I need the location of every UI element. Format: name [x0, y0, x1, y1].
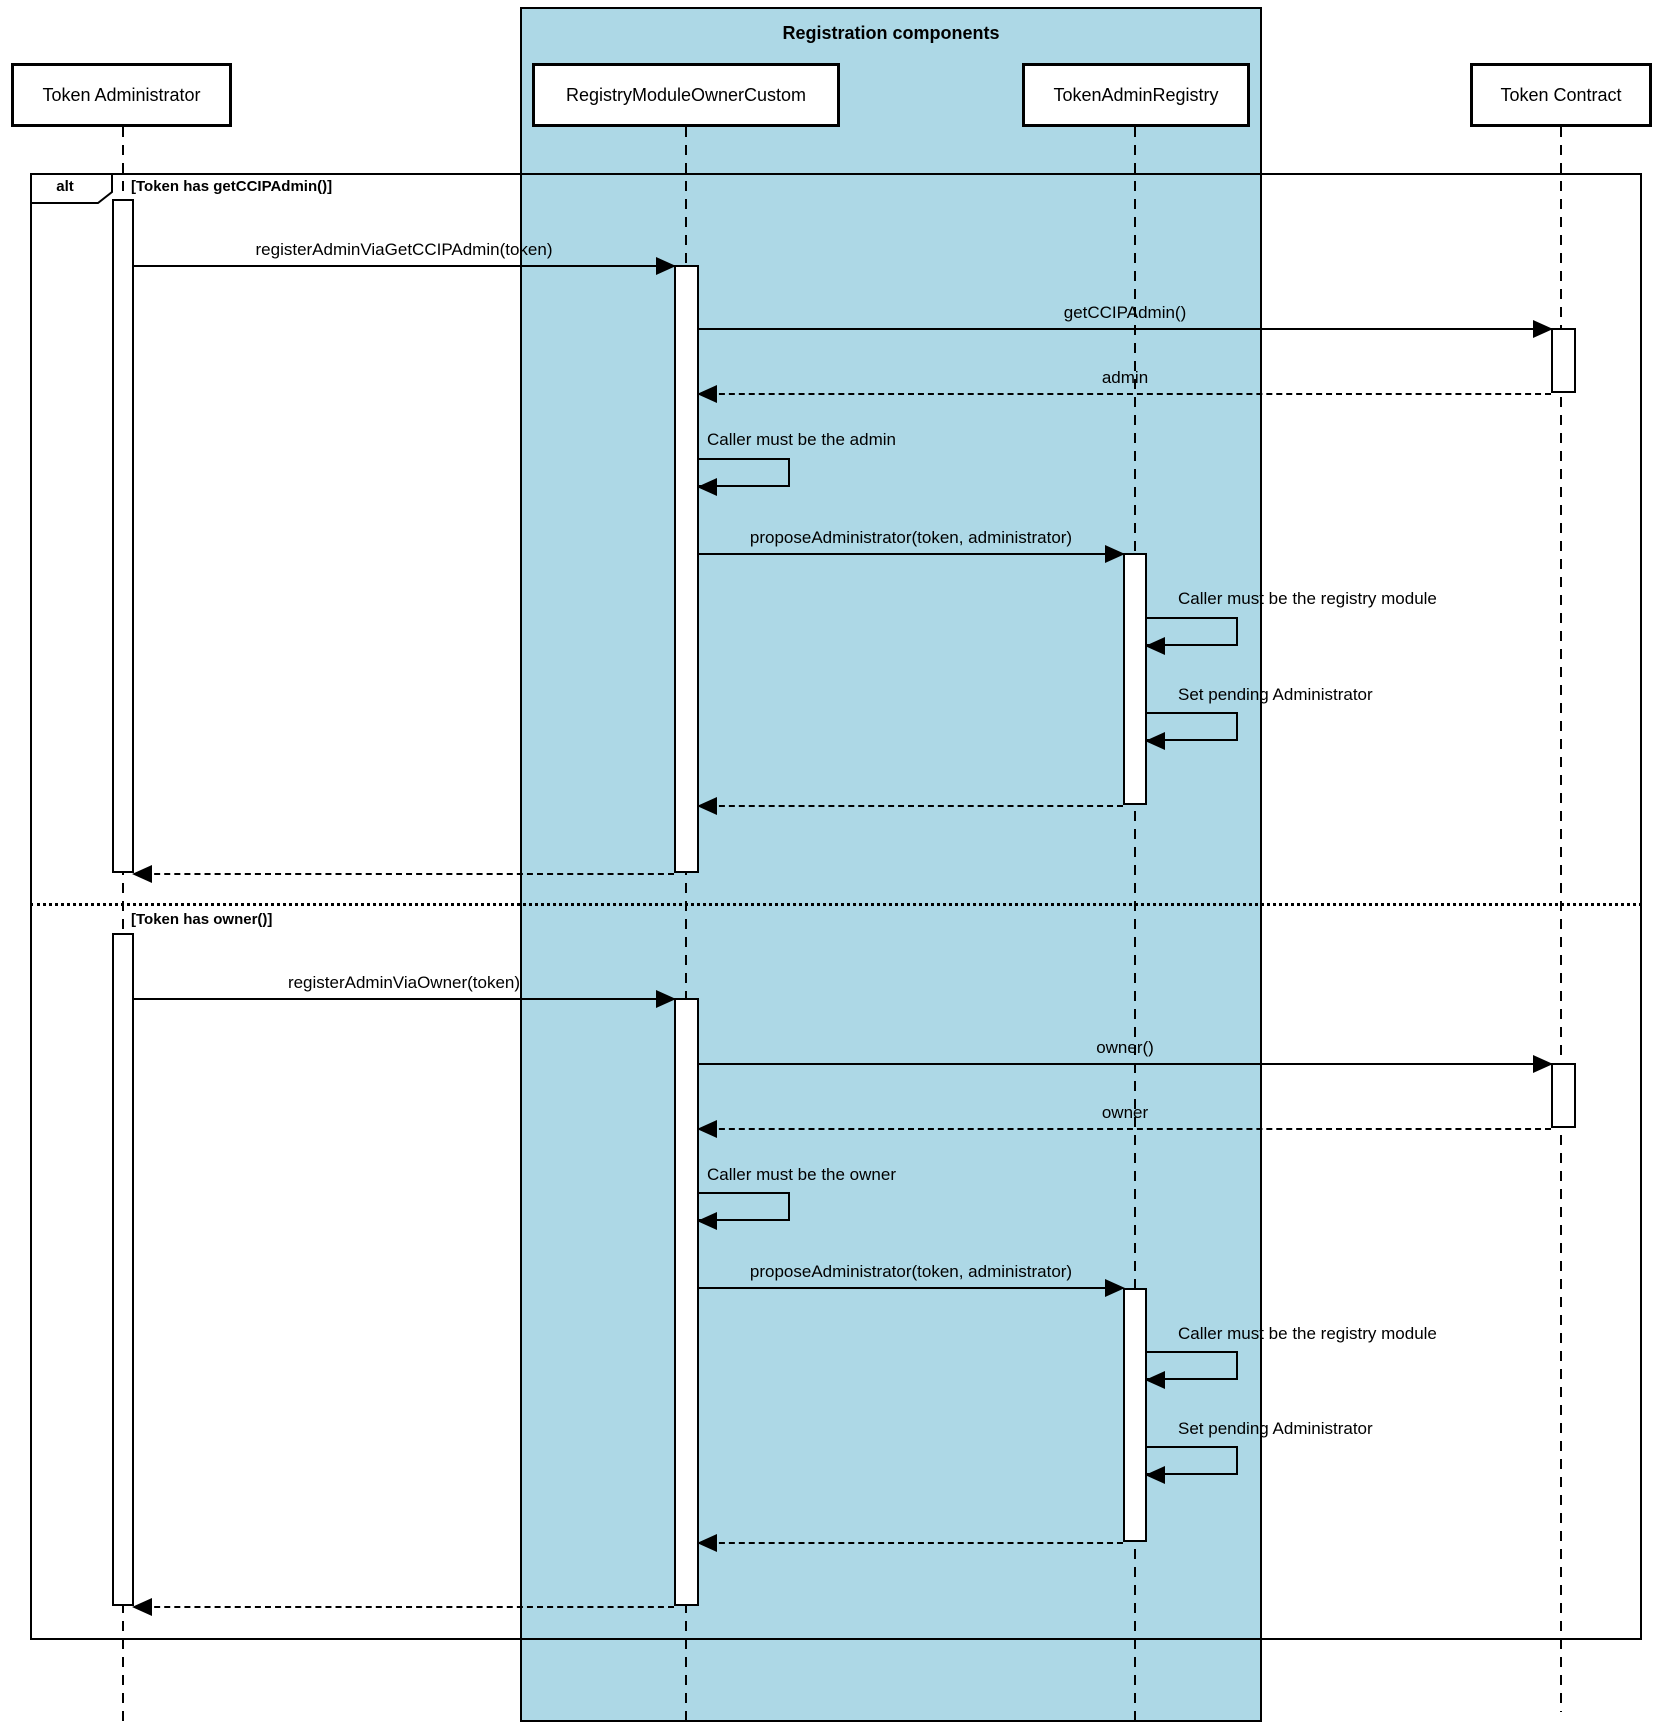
- self-message-set-pending-administrator-1: [1145, 712, 1238, 750]
- message-register-admin-via-owner: [134, 990, 676, 1008]
- return-registry-module-1: [132, 865, 674, 883]
- arrowhead-right-icon: [656, 257, 676, 275]
- participant-token-admin-registry-label: TokenAdminRegistry: [1053, 84, 1219, 105]
- return-token-admin-registry-2: [697, 1534, 1123, 1552]
- participant-token-contract: Token Contract: [1470, 63, 1652, 127]
- message-propose-administrator-1: [699, 545, 1125, 563]
- participant-registry-module-owner-custom: RegistryModuleOwnerCustom: [532, 63, 840, 127]
- activation-token-administrator-2: [112, 933, 134, 1606]
- arrowhead-left-icon: [697, 1212, 717, 1230]
- arrowhead-left-icon: [697, 478, 717, 496]
- message-label-admin-return: admin: [1101, 368, 1149, 387]
- self-message-set-pending-administrator-2: [1145, 1446, 1238, 1484]
- arrowhead-left-icon: [697, 1534, 717, 1552]
- activation-token-admin-registry-1: [1123, 553, 1147, 805]
- activation-registry-module-1: [674, 265, 699, 873]
- message-get-ccip-admin: [699, 320, 1553, 338]
- participant-registry-module-owner-custom-label: RegistryModuleOwnerCustom: [565, 84, 807, 105]
- self-message-label-caller-must-be-registry-module-1: Caller must be the registry module: [1178, 589, 1437, 608]
- arrowhead-right-icon: [1533, 1055, 1553, 1073]
- participant-token-admin-registry: TokenAdminRegistry: [1022, 63, 1250, 127]
- guard-token-has-owner: [Token has owner()]: [131, 911, 273, 928]
- message-label-get-ccip-admin: getCCIPAdmin(): [1063, 303, 1187, 322]
- activation-registry-module-2: [674, 998, 699, 1606]
- message-label-propose-administrator-1: proposeAdministrator(token, administrato…: [749, 528, 1073, 547]
- message-label-propose-administrator-2: proposeAdministrator(token, administrato…: [749, 1262, 1073, 1281]
- lifeline-token-administrator: [122, 127, 124, 1722]
- arrowhead-right-icon: [656, 990, 676, 1008]
- activation-token-contract-1: [1551, 328, 1576, 393]
- self-message-label-caller-must-be-registry-module-2: Caller must be the registry module: [1178, 1324, 1437, 1343]
- self-message-label-set-pending-administrator-1: Set pending Administrator: [1178, 685, 1373, 704]
- arrowhead-left-icon: [697, 797, 717, 815]
- return-token-admin-registry-1: [697, 797, 1123, 815]
- arrowhead-right-icon: [1105, 1279, 1125, 1297]
- self-message-label-caller-must-be-owner: Caller must be the owner: [707, 1165, 896, 1184]
- arrowhead-right-icon: [1533, 320, 1553, 338]
- self-message-label-set-pending-administrator-2: Set pending Administrator: [1178, 1419, 1373, 1438]
- lifeline-token-contract: [1560, 127, 1562, 1712]
- lifeline-registry-module-owner-custom: [685, 127, 687, 1722]
- lifeline-token-admin-registry: [1134, 127, 1136, 1722]
- alt-operator-label: alt: [56, 178, 74, 195]
- message-register-admin-via-get-ccip-admin: [134, 257, 676, 275]
- participant-token-administrator-label: Token Administrator: [42, 84, 201, 105]
- arrowhead-left-icon: [697, 1120, 717, 1138]
- arrowhead-left-icon: [132, 1598, 152, 1616]
- activation-token-contract-2: [1551, 1063, 1576, 1128]
- return-registry-module-2: [132, 1598, 674, 1616]
- self-message-caller-must-be-owner: [697, 1192, 790, 1230]
- message-label-register-admin-via-get-ccip-admin: registerAdminViaGetCCIPAdmin(token): [255, 240, 553, 259]
- message-owner-return: [697, 1120, 1551, 1138]
- message-label-register-admin-via-owner: registerAdminViaOwner(token): [287, 973, 521, 992]
- activation-token-admin-registry-2: [1123, 1288, 1147, 1542]
- message-admin-return: [697, 385, 1551, 403]
- arrowhead-left-icon: [1145, 637, 1165, 655]
- arrowhead-left-icon: [697, 385, 717, 403]
- arrowhead-left-icon: [1145, 1466, 1165, 1484]
- alt-divider: [30, 903, 1642, 906]
- message-propose-administrator-2: [699, 1279, 1125, 1297]
- activation-token-administrator-1: [112, 199, 134, 873]
- arrowhead-right-icon: [1105, 545, 1125, 563]
- self-message-caller-must-be-registry-module-2: [1145, 1351, 1238, 1389]
- message-owner-call: [699, 1055, 1553, 1073]
- guard-token-has-getccipadmin: [Token has getCCIPAdmin()]: [131, 178, 333, 195]
- message-label-owner-return: owner: [1101, 1103, 1149, 1122]
- participant-token-administrator: Token Administrator: [11, 63, 232, 127]
- arrowhead-left-icon: [1145, 732, 1165, 750]
- participant-token-contract-label: Token Contract: [1500, 84, 1622, 105]
- self-message-caller-must-be-admin: [697, 458, 790, 496]
- arrowhead-left-icon: [132, 865, 152, 883]
- message-label-owner-call: owner(): [1096, 1038, 1154, 1057]
- arrowhead-left-icon: [1145, 1371, 1165, 1389]
- self-message-caller-must-be-registry-module-1: [1145, 617, 1238, 655]
- group-title: Registration components: [782, 23, 1000, 43]
- self-message-label-caller-must-be-admin: Caller must be the admin: [707, 430, 896, 449]
